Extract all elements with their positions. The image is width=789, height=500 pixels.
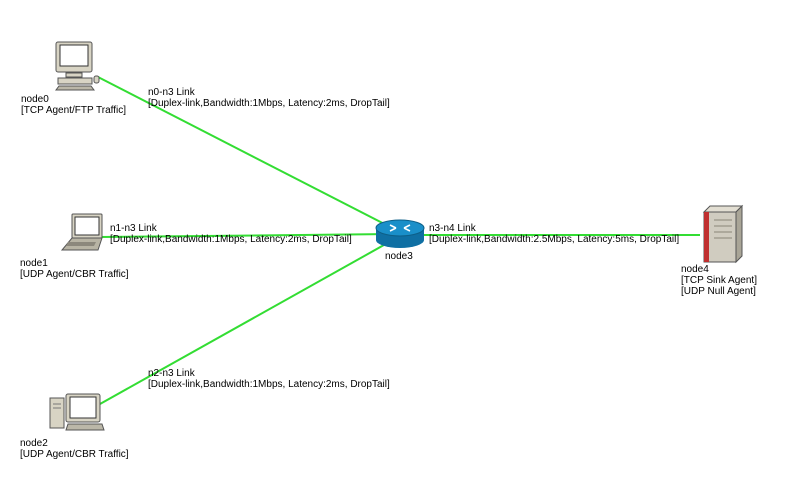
node2-label: node2 [UDP Agent/CBR Traffic]: [20, 438, 129, 460]
link-name: n3-n4 Link: [429, 223, 476, 234]
node1-label: node1 [UDP Agent/CBR Traffic]: [20, 258, 129, 280]
link-label-n2-n3: n2-n3 Link [Duplex-link,Bandwidth:1Mbps,…: [148, 368, 390, 390]
node0-label: node0 [TCP Agent/FTP Traffic]: [21, 94, 126, 116]
link-n1-n3[interactable]: [99, 233, 401, 238]
router-icon[interactable]: [375, 219, 425, 248]
link-n0-n3[interactable]: [97, 76, 401, 233]
node3-label: node3: [385, 251, 413, 262]
node3-name: node3: [385, 251, 413, 262]
link-n2-n3[interactable]: [99, 235, 401, 405]
node4-role: [TCP Sink Agent]: [681, 275, 757, 286]
link-label-n3-n4: n3-n4 Link [Duplex-link,Bandwidth:2.5Mbp…: [429, 223, 679, 245]
server-icon[interactable]: [702, 204, 744, 264]
link-detail: [Duplex-link,Bandwidth:1Mbps, Latency:2m…: [148, 379, 390, 390]
link-detail: [Duplex-link,Bandwidth:2.5Mbps, Latency:…: [429, 234, 680, 245]
node2-role: [UDP Agent/CBR Traffic]: [20, 449, 129, 460]
node0-role: [TCP Agent/FTP Traffic]: [21, 105, 127, 116]
node1-name: node1: [20, 258, 48, 269]
node4-label: node4 [TCP Sink Agent] [UDP Null Agent]: [681, 264, 757, 297]
node4-name: node4: [681, 264, 709, 275]
link-name: n1-n3 Link: [110, 223, 157, 234]
desktop-computer-icon[interactable]: [55, 41, 100, 91]
link-label-n1-n3: n1-n3 Link [Duplex-link,Bandwidth:1Mbps,…: [110, 223, 352, 245]
node0-name: node0: [21, 94, 49, 105]
desktop-tower-computer-icon[interactable]: [49, 393, 105, 431]
link-detail: [Duplex-link,Bandwidth:1Mbps, Latency:2m…: [110, 234, 352, 245]
link-name: n0-n3 Link: [148, 87, 195, 98]
node1-role: [UDP Agent/CBR Traffic]: [20, 269, 129, 280]
node4-role2: [UDP Null Agent]: [681, 286, 756, 297]
link-detail: [Duplex-link,Bandwidth:1Mbps, Latency:2m…: [148, 98, 390, 109]
node2-name: node2: [20, 438, 48, 449]
link-label-n0-n3: n0-n3 Link [Duplex-link,Bandwidth:1Mbps,…: [148, 87, 390, 109]
link-name: n2-n3 Link: [148, 368, 195, 379]
laptop-icon[interactable]: [60, 213, 103, 251]
